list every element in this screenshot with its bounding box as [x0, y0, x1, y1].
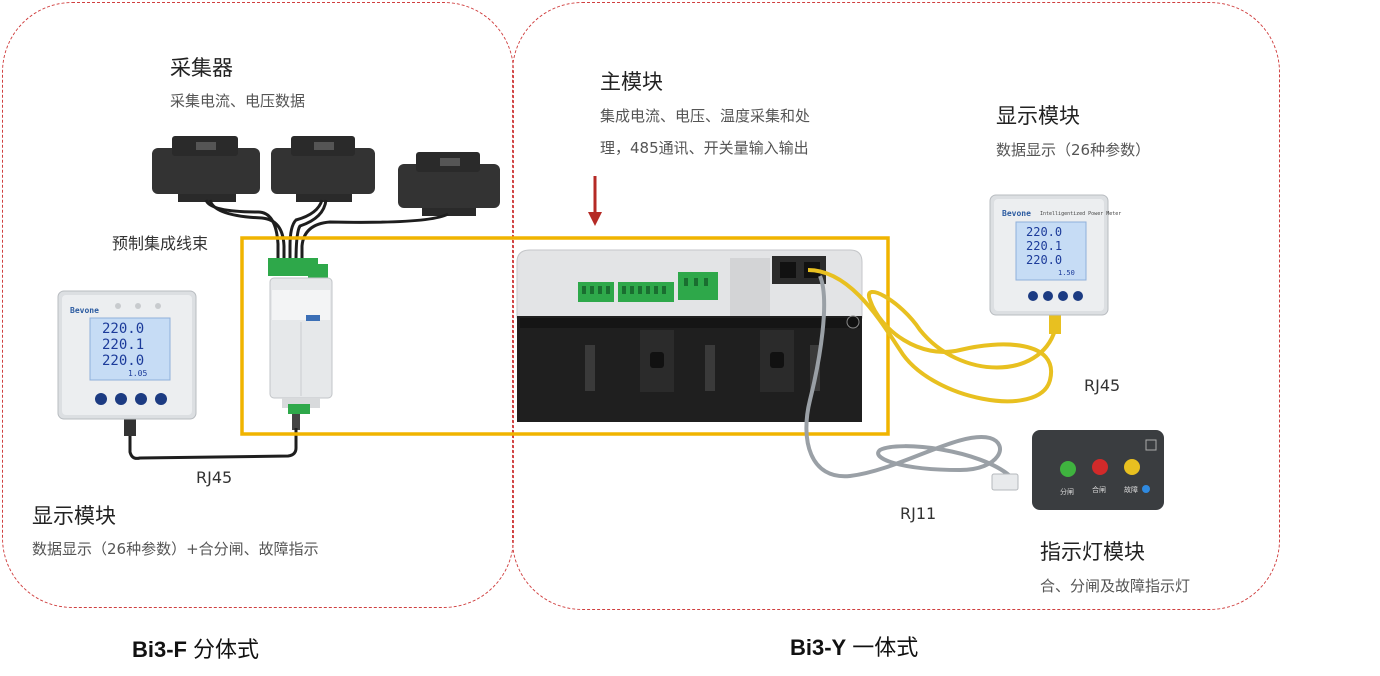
meter-right-reading: 220.0	[1026, 225, 1062, 239]
indicator-light-label: 合闸	[1092, 485, 1106, 494]
rj45-cable-left	[128, 428, 298, 460]
arrow-down	[588, 176, 602, 226]
bi3y-region	[512, 2, 1280, 610]
meter-left-reading: 220.0	[102, 321, 144, 337]
indicator-desc: 合、分闸及故障指示灯	[1040, 577, 1191, 595]
rj45-label-left: RJ45	[196, 468, 233, 487]
main-module-desc-1: 集成电流、电压、温度采集和处	[600, 107, 811, 125]
indicator-light-label: 分闸	[1060, 487, 1074, 496]
display-title-right: 显示模块	[996, 104, 1080, 128]
rj45-cable-right	[807, 268, 1057, 404]
meter-right-reading: 1.50	[1058, 269, 1075, 277]
meter-right-brand: Bevone	[1002, 209, 1031, 218]
bi3f-region	[2, 2, 514, 608]
meter-right: Bevone Intelligentized Power Meter 220.0…	[989, 194, 1121, 316]
collector-title: 采集器	[170, 56, 233, 80]
indicator-panel: 分闸 合闸 故障	[1032, 430, 1164, 510]
harness-label: 预制集成线束	[112, 234, 209, 253]
highlight-box	[240, 236, 890, 436]
meter-right-reading: 220.1	[1026, 239, 1062, 253]
rj11-cable	[804, 275, 1012, 479]
main-module-desc-2: 理，485通讯、开关量输入输出	[600, 139, 809, 157]
meter-right-reading: 220.0	[1026, 253, 1062, 267]
display-desc-left: 数据显示（26种参数）+合分闸、故障指示	[32, 540, 319, 558]
meter-left-reading: 220.1	[102, 337, 144, 353]
collector-module	[268, 258, 333, 430]
meter-left-reading: 1.05	[128, 369, 147, 378]
indicator-light-label: 故障	[1124, 485, 1138, 494]
rj45-label-right: RJ45	[1084, 376, 1121, 395]
meter-left-buttons	[95, 393, 167, 405]
main-module-title: 主模块	[600, 70, 663, 94]
display-desc-right: 数据显示（26种参数）	[996, 141, 1151, 159]
indicator-title: 指示灯模块	[1040, 540, 1145, 564]
meter-left-reading: 220.0	[102, 353, 144, 369]
meter-left: Bevone 220.0 220.1 220.0 1.05	[57, 290, 197, 420]
main-module	[516, 249, 863, 422]
collector-desc: 采集电流、电压数据	[170, 92, 306, 110]
display-title-left: 显示模块	[32, 504, 116, 528]
current-transformer-1	[152, 136, 260, 202]
meter-left-brand: Bevone	[70, 306, 99, 315]
meter-right-model: Intelligentized Power Meter	[1040, 211, 1121, 217]
rj11-label: RJ11	[900, 504, 937, 523]
current-transformer-3	[398, 152, 500, 216]
current-transformer-2	[271, 136, 375, 202]
